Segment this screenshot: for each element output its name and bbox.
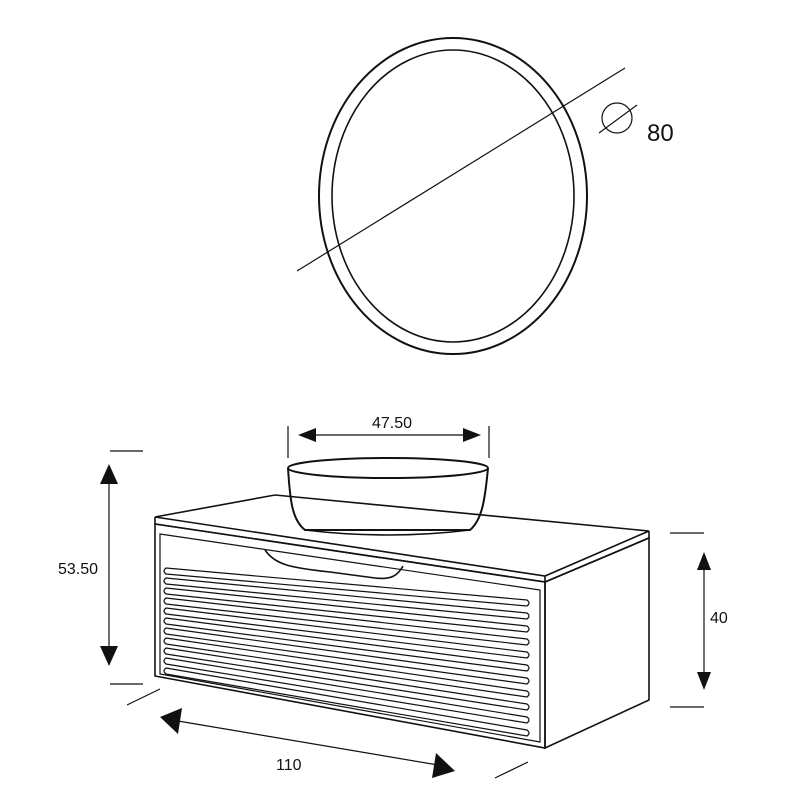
cabinet-height-arrow-top (697, 552, 711, 570)
width-ext-left (126, 688, 161, 706)
cabinet (154, 494, 650, 750)
width-dim-line (177, 720, 439, 766)
cabinet-door-frame (159, 533, 541, 743)
total-height-arrow-bottom (100, 646, 118, 666)
basin-dim-arrow-left (298, 428, 316, 442)
cabinet-slat (163, 607, 530, 659)
diameter-circle-icon (601, 102, 633, 134)
total-height-label: 53.50 (58, 561, 98, 578)
width-ext-right (494, 761, 529, 779)
cabinet-side-face (544, 536, 650, 750)
cabinet-height-label: 40 (710, 610, 728, 627)
basin (287, 457, 489, 536)
diameter-slash-icon (598, 104, 638, 134)
cabinet-handle-recess (264, 549, 404, 580)
basin-base (304, 529, 471, 536)
cabinet-slat (163, 637, 530, 698)
cabinet-slat (163, 627, 530, 685)
cabinet-height-dimension (670, 532, 711, 708)
total-height-arrow-top (100, 464, 118, 484)
cabinet-slat (163, 597, 530, 646)
cabinet-width-dimension (126, 688, 529, 779)
mirror-diameter-line (296, 67, 626, 272)
total-height-dimension (100, 450, 143, 685)
basin-width-label: 47.50 (372, 415, 412, 432)
mirror (296, 37, 626, 355)
cabinet-slat (163, 587, 530, 633)
mirror-outer-frame (318, 37, 588, 355)
cabinet-slat (163, 667, 530, 737)
cabinet-slats (163, 567, 530, 737)
basin-body (287, 467, 489, 531)
mirror-inner-glass (331, 49, 575, 343)
width-arrow-left (160, 708, 182, 734)
cabinet-width-label: 110 (276, 757, 302, 774)
diameter-symbol (598, 102, 638, 134)
basin-rim (287, 457, 489, 479)
cabinet-slat (163, 567, 530, 607)
cabinet-slat (163, 647, 530, 711)
width-arrow-right (432, 753, 455, 778)
cabinet-slat (163, 657, 530, 724)
basin-width-dimension (287, 426, 490, 458)
cabinet-slat (163, 617, 530, 672)
basin-dim-arrow-right (463, 428, 481, 442)
cabinet-slat (163, 577, 530, 620)
cabinet-height-arrow-bottom (697, 672, 711, 690)
mirror-diameter-label: 80 (647, 120, 674, 147)
